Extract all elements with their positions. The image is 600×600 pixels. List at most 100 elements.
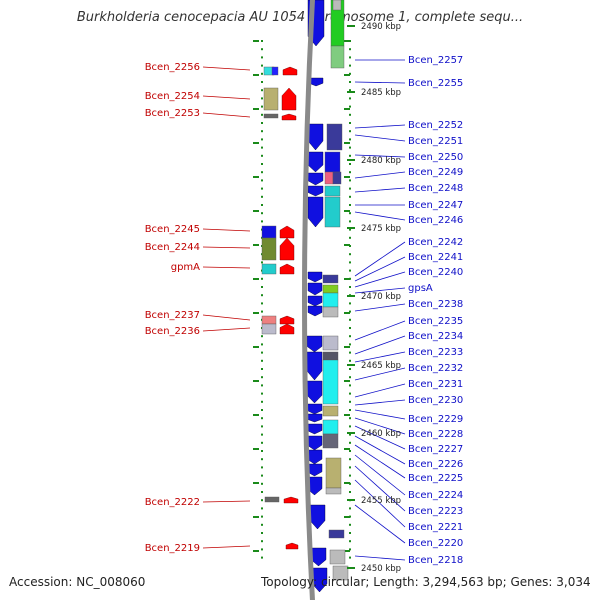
forward-gene-arrow — [279, 323, 295, 335]
scale-tick — [347, 499, 355, 501]
reverse-gene-arrow — [306, 413, 323, 423]
tick-major — [344, 414, 350, 416]
tick-dot — [349, 81, 351, 83]
gene-block — [322, 274, 339, 284]
tick-major — [253, 108, 259, 110]
tick-dot — [349, 441, 351, 444]
tick-dot — [349, 138, 351, 141]
tick-dot — [349, 318, 351, 321]
leader-line — [354, 435, 406, 465]
gene-label-right: Bcen_2226 — [408, 459, 463, 470]
gene-label-left: Bcen_2244 — [145, 242, 200, 253]
tick-dot — [261, 400, 263, 403]
tick-dot — [349, 343, 351, 346]
gene-label-right: Bcen_2223 — [408, 506, 463, 517]
tick-dot — [349, 491, 351, 493]
tick-dot — [349, 351, 351, 354]
tick-major — [253, 210, 259, 212]
tick-dot — [349, 130, 351, 133]
leader-line — [202, 500, 251, 503]
tick-major — [253, 482, 259, 484]
scale-label: 2485 kbp — [361, 88, 401, 98]
gene-label-right: gpsA — [408, 283, 433, 294]
gene-features — [261, 0, 349, 593]
leader-line — [354, 271, 406, 288]
tick-dot — [261, 56, 263, 59]
tick-dot — [261, 466, 263, 469]
gene-block — [324, 151, 341, 173]
leader-line — [202, 266, 251, 269]
tick-dot — [349, 540, 351, 543]
reverse-gene-arrow — [307, 305, 323, 317]
tick-dot — [261, 499, 263, 502]
gene-block — [324, 171, 334, 185]
leader-line — [354, 124, 406, 129]
gene-label-right: Bcen_2229 — [408, 414, 463, 425]
forward-gene-arrow — [279, 315, 295, 325]
tick-dot — [349, 507, 351, 510]
tick-major — [253, 346, 259, 348]
gene-block — [263, 87, 279, 111]
tick-dot — [261, 187, 263, 190]
tick-dot — [261, 409, 263, 411]
tick-dot — [349, 466, 351, 469]
gene-label-right: Bcen_2225 — [408, 473, 463, 484]
tick-major — [344, 278, 350, 280]
tick-dot — [261, 89, 263, 92]
leader-line — [354, 241, 406, 277]
gene-label-right: Bcen_2234 — [408, 331, 463, 342]
scale-tick — [347, 159, 355, 161]
gene-block — [330, 45, 345, 69]
tick-dot — [261, 154, 263, 157]
leader-line — [354, 154, 406, 158]
tick-dot — [349, 548, 351, 551]
gene-block — [322, 335, 339, 351]
leader-line — [354, 409, 406, 420]
gene-label-left: Bcen_2219 — [145, 543, 200, 554]
leader-line — [202, 314, 251, 321]
tick-dot — [349, 392, 351, 395]
tick-dot — [349, 89, 351, 92]
leader-line — [354, 81, 406, 84]
scale-tick — [347, 295, 355, 297]
reverse-gene-arrow — [306, 435, 323, 451]
scale-label: 2455 kbp — [361, 496, 401, 506]
scale-label: 2460 kbp — [361, 429, 401, 439]
gene-label-right: Bcen_2227 — [408, 444, 463, 455]
tick-dot — [261, 482, 263, 485]
tick-major — [344, 482, 350, 484]
forward-gene-arrow — [283, 496, 299, 504]
leader-line — [354, 555, 406, 561]
scale-tick — [347, 227, 355, 229]
reverse-gene-arrow — [310, 547, 327, 567]
tick-dot — [349, 56, 351, 59]
tick-dot — [349, 327, 351, 329]
gene-label-left: gpmA — [171, 262, 200, 273]
leader-line — [354, 335, 406, 355]
tick-dot — [349, 310, 351, 313]
tick-dot — [261, 474, 263, 477]
tick-dot — [261, 130, 263, 133]
gene-block — [325, 457, 342, 489]
gene-block — [324, 196, 341, 228]
leader-line — [354, 320, 406, 341]
tick-dot — [261, 105, 263, 108]
gene-block — [322, 292, 339, 308]
tick-dot — [261, 40, 263, 42]
gene-block — [322, 284, 339, 294]
forward-gene-arrow — [281, 113, 297, 121]
tick-dot — [349, 204, 351, 206]
leader-line — [354, 367, 406, 381]
tick-dot — [349, 556, 351, 559]
forward-gene-arrow — [285, 542, 299, 550]
tick-dot — [349, 458, 351, 461]
gene-label-right: Bcen_2218 — [408, 555, 463, 566]
tick-dot — [261, 368, 263, 370]
gene-block — [329, 549, 346, 565]
tick-major — [253, 448, 259, 450]
gene-label-left: Bcen_2222 — [145, 497, 200, 508]
tick-major — [253, 176, 259, 178]
tick-dot — [349, 400, 351, 403]
